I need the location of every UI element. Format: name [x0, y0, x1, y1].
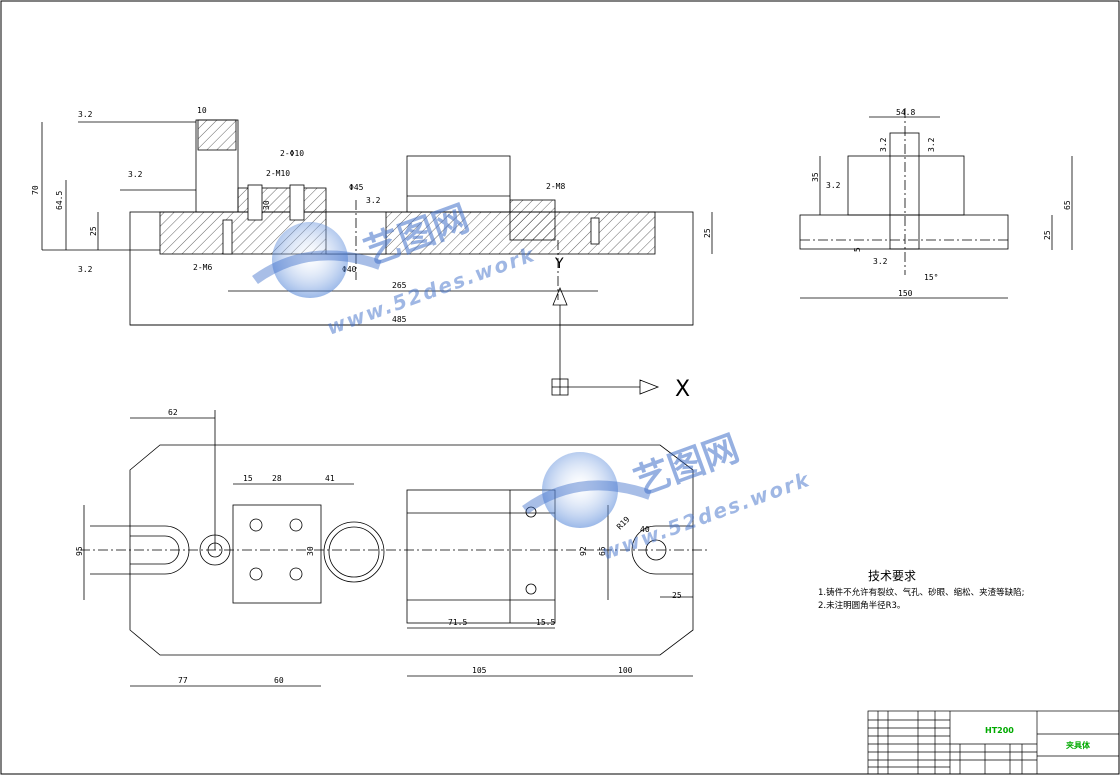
top-dim-30: 30 [306, 546, 315, 556]
watermark-logo-1 [252, 222, 382, 298]
top-dim-71-5: 71.5 [448, 618, 467, 627]
side-dim-h-25: 25 [1043, 230, 1052, 240]
dim-holes-2m10: 2-M10 [266, 169, 290, 178]
top-dim-95: 95 [75, 546, 84, 556]
side-dim-h-35: 35 [811, 172, 820, 182]
dim-length-485: 485 [392, 315, 407, 324]
side-dim-r-bottom: 3.2 [873, 257, 888, 266]
side-dim-r-left: 3.2 [879, 137, 888, 152]
watermark-logo-2 [522, 452, 652, 528]
top-dim-r19: R19 [615, 515, 632, 532]
dim-r-mid-left: 3.2 [128, 170, 143, 179]
dim-holes-2m6: 2-M6 [193, 263, 212, 272]
axis-x-label: X [675, 377, 690, 402]
top-dim-60: 60 [274, 676, 284, 685]
dim-top-slot: 10 [197, 106, 207, 115]
top-dim-15: 15 [243, 474, 253, 483]
side-dim-54-8: 54.8 [896, 108, 915, 117]
side-view [799, 108, 1073, 299]
watermark-brand-2: 艺图网 [629, 428, 745, 503]
title-block [867, 710, 1120, 775]
side-dim-r-mid: 3.2 [826, 181, 841, 190]
front-view [41, 119, 713, 326]
dim-height-25: 25 [89, 226, 98, 236]
dim-height-64-5: 64.5 [55, 191, 64, 210]
side-dim-chamfer: 15° [924, 273, 938, 282]
watermark-brand-1: 艺图网 [359, 198, 475, 273]
dim-r-center: 3.2 [366, 196, 381, 205]
top-dim-25: 25 [672, 591, 682, 600]
side-dim-h-5: 5 [853, 247, 862, 252]
top-view [80, 410, 710, 687]
notes-title: 技术要求 [868, 569, 916, 583]
dim-phi40: Φ40 [342, 265, 357, 274]
top-dim-40: 40 [640, 525, 650, 534]
top-dim-15-5: 15.5 [536, 618, 555, 627]
title-block-part-name: 夹具体 [1066, 740, 1091, 750]
dim-holes-2phi10: 2-Φ10 [280, 149, 304, 158]
notes-item-2: 2.未注明圆角半径R3。 [818, 600, 905, 611]
coordinate-axes [551, 286, 660, 396]
top-dim-92: 92 [579, 546, 588, 556]
side-dim-w-150: 150 [898, 289, 913, 298]
top-dim-65: 65 [598, 546, 607, 556]
top-dim-105: 105 [472, 666, 487, 675]
dim-right-height-25: 25 [703, 228, 712, 238]
dim-r-top-left: 3.2 [78, 110, 93, 119]
top-dim-41: 41 [325, 474, 335, 483]
dim-length-265: 265 [392, 281, 407, 290]
top-dim-28: 28 [272, 474, 282, 483]
top-dim-62: 62 [168, 408, 178, 417]
title-block-material: HT200 [985, 726, 1014, 735]
dim-total-height: 70 [31, 185, 40, 195]
dim-holes-2m8: 2-M8 [546, 182, 565, 191]
dim-r-bottom-left: 3.2 [78, 265, 93, 274]
top-dim-77: 77 [178, 676, 188, 685]
dim-phi45: Φ45 [349, 183, 364, 192]
side-dim-r-right: 3.2 [927, 137, 936, 152]
dim-small-30: 30 [262, 200, 271, 210]
side-dim-h-65: 65 [1063, 200, 1072, 210]
top-dim-100: 100 [618, 666, 633, 675]
axis-y-label: Y [554, 256, 564, 272]
notes-item-1: 1.铸件不允许有裂纹、气孔、砂眼、缩松、夹渣等缺陷; [818, 587, 1024, 598]
